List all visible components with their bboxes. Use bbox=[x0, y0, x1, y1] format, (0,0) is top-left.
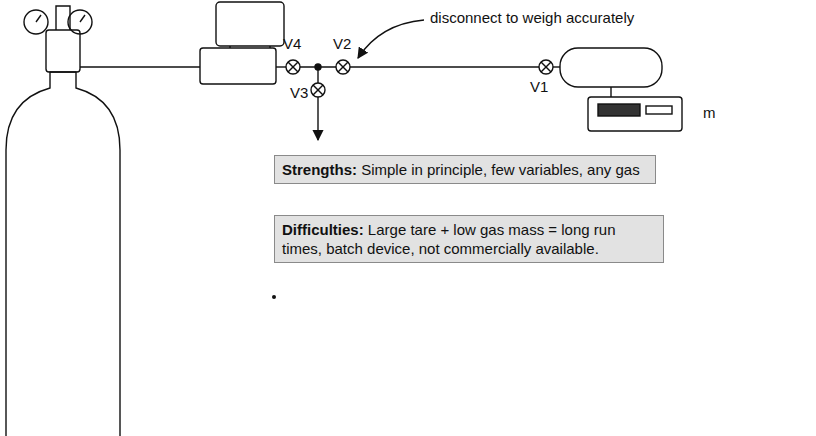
valve-symbol bbox=[286, 60, 300, 74]
pipe bbox=[317, 67, 318, 83]
strengths-box: Strengths: Simple in principle, few vari… bbox=[274, 155, 656, 184]
mass-label: m bbox=[703, 104, 716, 122]
vent-arrow bbox=[317, 97, 318, 140]
valve-symbol bbox=[539, 60, 553, 74]
balance-scale bbox=[588, 97, 682, 131]
bullet-dot bbox=[272, 295, 276, 299]
valve-symbol bbox=[336, 60, 350, 74]
valve-symbol bbox=[311, 83, 325, 97]
valve-label: V4 bbox=[283, 35, 301, 53]
gas-cylinder bbox=[6, 72, 120, 436]
gas-tank bbox=[560, 48, 662, 87]
valve-label: V2 bbox=[333, 35, 351, 53]
box-text: Simple in principle, few variables, any … bbox=[361, 161, 639, 178]
box-heading: Difficulties: bbox=[282, 221, 364, 238]
pipe bbox=[276, 66, 286, 67]
callout-note: disconnect to weigh accurately bbox=[430, 9, 634, 27]
valve-label: V3 bbox=[290, 84, 308, 102]
pipe bbox=[350, 66, 539, 67]
leader-arrow bbox=[358, 20, 424, 58]
pipe bbox=[80, 66, 200, 67]
regulator bbox=[24, 6, 92, 72]
valve-label: V1 bbox=[530, 78, 548, 96]
pipe bbox=[553, 66, 560, 67]
scale-post bbox=[610, 87, 611, 97]
flow-controller bbox=[200, 2, 284, 84]
box-heading: Strengths: bbox=[282, 161, 357, 178]
difficulties-box: Difficulties: Large tare + low gas mass … bbox=[274, 215, 664, 263]
